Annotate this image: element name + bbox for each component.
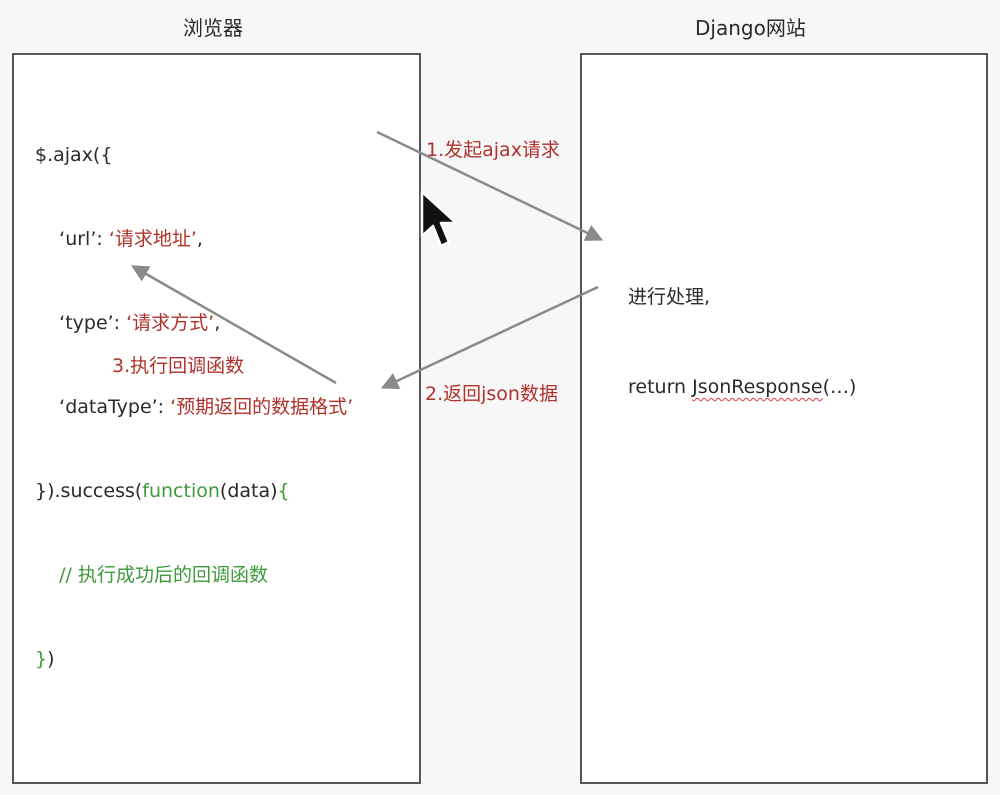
server-jsonresponse-call: JsonResponse (692, 376, 823, 398)
code-datatype-value: ‘预期返回的数据格式’ (170, 396, 354, 418)
code-line-2: ‘url’: ‘请求地址’, (35, 225, 353, 253)
code-line-7: }) (35, 645, 353, 673)
code-success-call: }).success( (35, 480, 143, 502)
code-line-3: ‘type’: ‘请求方式’, (35, 309, 353, 337)
ajax-code-block: $.ajax({ ‘url’: ‘请求地址’, ‘type’: ‘请求方式’, … (35, 85, 353, 701)
server-return-line: return JsonResponse(…) (628, 372, 856, 402)
arrow-response (380, 285, 599, 390)
server-return-args: (…) (822, 376, 857, 398)
arrow-request (376, 130, 604, 241)
step-2-label: 2.返回json数据 (425, 383, 558, 405)
code-url-value: ‘请求地址’ (108, 228, 197, 250)
step-1-label: 1.发起ajax请求 (426, 139, 560, 161)
step-3-label: 3.执行回调函数 (112, 355, 245, 377)
code-type-key: ‘type’: (35, 312, 127, 334)
arrow-callback (130, 265, 337, 385)
code-callback-comment: // 执行成功后的回调函数 (35, 564, 269, 586)
code-line-6: // 执行成功后的回调函数 (35, 561, 353, 589)
browser-panel-title: 浏览器 (183, 16, 243, 40)
code-datatype-key: ‘dataType’: (35, 396, 171, 418)
code-line-4: ‘dataType’: ‘预期返回的数据格式’ (35, 393, 353, 421)
server-panel (580, 53, 988, 784)
code-type-value: ‘请求方式’ (126, 312, 215, 334)
code-function-brace: { (277, 480, 290, 502)
code-line-1: $.ajax({ (35, 141, 353, 169)
browser-panel (12, 53, 421, 784)
code-function-keyword: function (142, 480, 220, 502)
server-process-line: 进行处理, (628, 286, 711, 308)
code-close-brace: } (35, 648, 48, 670)
server-panel-title: Django网站 (695, 16, 806, 40)
code-ajax-open: $.ajax({ (35, 144, 113, 166)
mouse-pointer-icon (420, 190, 458, 248)
code-close-paren: ) (47, 648, 55, 670)
code-type-comma: , (214, 312, 221, 334)
server-code-block: 进行处理, return JsonResponse(…) (628, 222, 856, 432)
code-url-key: ‘url’: (35, 228, 109, 250)
code-line-5: }).success(function(data){ (35, 477, 353, 505)
server-return-keyword: return (628, 376, 693, 398)
code-url-comma: , (196, 228, 203, 250)
code-function-args: (data) (219, 480, 278, 502)
